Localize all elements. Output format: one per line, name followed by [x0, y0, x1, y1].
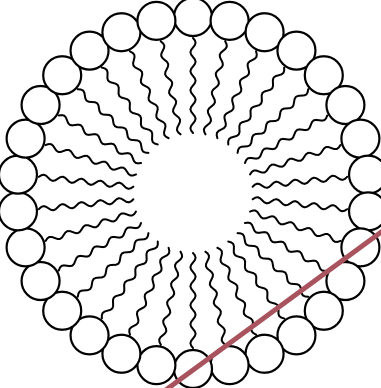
hydrophobic-tail [39, 198, 133, 210]
hydrophobic-tail [190, 253, 195, 348]
hydrophobic-tail [250, 211, 340, 242]
hydrophobic-tail [102, 242, 158, 319]
hydrophobic-tail [39, 175, 133, 189]
hydrophobic-tail [190, 38, 195, 133]
hydrophilic-head [0, 156, 37, 194]
hydrophobic-tail [253, 197, 347, 211]
hydrophilic-head [137, 346, 175, 384]
hydrophilic-head [102, 13, 140, 51]
hydrophobic-tail [130, 51, 169, 138]
hydrophilic-head [137, 2, 175, 40]
hydrophilic-head [349, 192, 381, 230]
hydrophilic-head [22, 262, 60, 300]
hydrophilic-head [246, 335, 284, 373]
hydrophobic-tail [204, 41, 227, 134]
hydrophobic-tail [102, 68, 158, 145]
hydrophobic-tail [245, 116, 327, 164]
hydrophilic-head [7, 228, 45, 266]
hydrophobic-tail [159, 252, 182, 345]
hydrophilic-head [349, 156, 381, 194]
hydrophilic-head [341, 120, 379, 158]
hydrophobic-tail [59, 223, 141, 271]
hydrophilic-head [326, 86, 364, 124]
hydrophilic-head [0, 192, 37, 230]
hydrophilic-head [7, 120, 45, 158]
hydrophobic-tail [161, 41, 181, 134]
hydrophilic-head [174, 0, 212, 36]
hydrophobic-tail [253, 176, 347, 188]
hydrophobic-tail [228, 68, 284, 145]
hydrophilic-head [211, 2, 249, 40]
hydrophobic-tail [205, 252, 225, 345]
hydrophobic-tail [217, 248, 256, 335]
hydrophobic-tail [46, 144, 136, 175]
tails-layer [39, 38, 347, 348]
